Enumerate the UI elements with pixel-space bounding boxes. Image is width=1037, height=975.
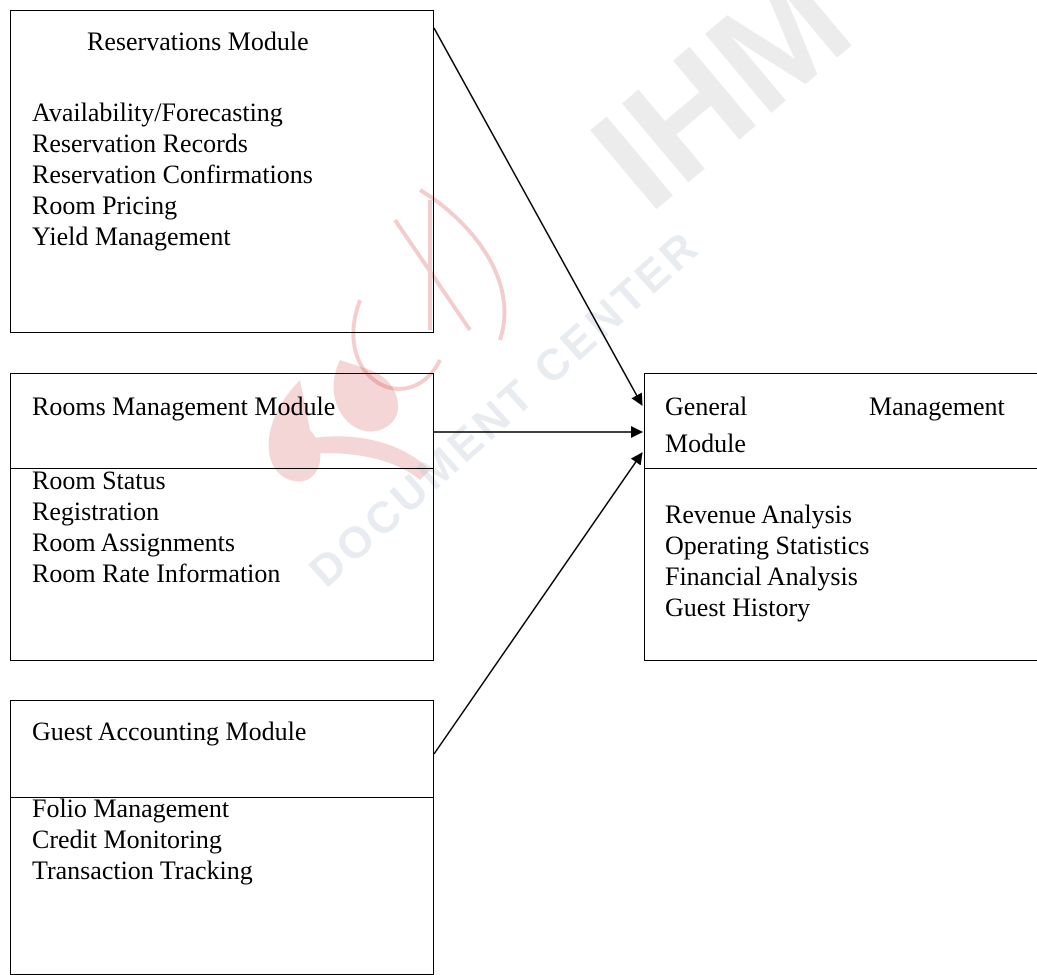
list-item: Registration [32,497,160,526]
list-item: Operating Statistics [665,531,870,560]
list-item: Room Status [32,466,166,495]
guest-accounting-module-list: Folio Management Credit Monitoring Trans… [32,793,253,886]
rooms-management-module-title: Rooms Management Module [32,392,336,421]
list-item: Room Rate Information [32,559,281,588]
general-management-title-word1: General [665,392,748,421]
general-management-module-box [644,373,1037,661]
list-item: Transaction Tracking [32,856,253,885]
general-management-title-word2: Management [869,392,1005,421]
arrow-guest-to-general [433,452,643,755]
guest-accounting-module-title: Guest Accounting Module [32,717,307,746]
list-item: Revenue Analysis [665,500,853,529]
rooms-management-module-list: Room Status Registration Room Assignment… [32,465,280,589]
general-management-title-line2: Module [665,429,746,458]
list-item: Availability/Forecasting [32,98,283,127]
guest-accounting-divider [10,797,434,798]
reservations-module-box [10,10,434,333]
general-management-divider [644,468,1037,469]
rooms-management-divider [10,468,434,469]
list-item: Room Pricing [32,191,178,220]
rooms-management-module-box [10,373,434,661]
list-item: Yield Management [32,222,231,251]
list-item: Reservation Confirmations [32,160,313,189]
arrow-reservations-to-general [433,27,643,406]
general-management-module-list: Revenue Analysis Operating Statistics Fi… [665,499,869,623]
list-item: Room Assignments [32,528,235,557]
list-item: Folio Management [32,794,230,823]
list-item: Guest History [665,593,811,622]
list-item: Credit Monitoring [32,825,222,854]
list-item: Financial Analysis [665,562,858,591]
list-item: Reservation Records [32,129,248,158]
reservations-module-list: Availability/Forecasting Reservation Rec… [32,97,313,252]
reservations-module-title: Reservations Module [87,27,309,56]
